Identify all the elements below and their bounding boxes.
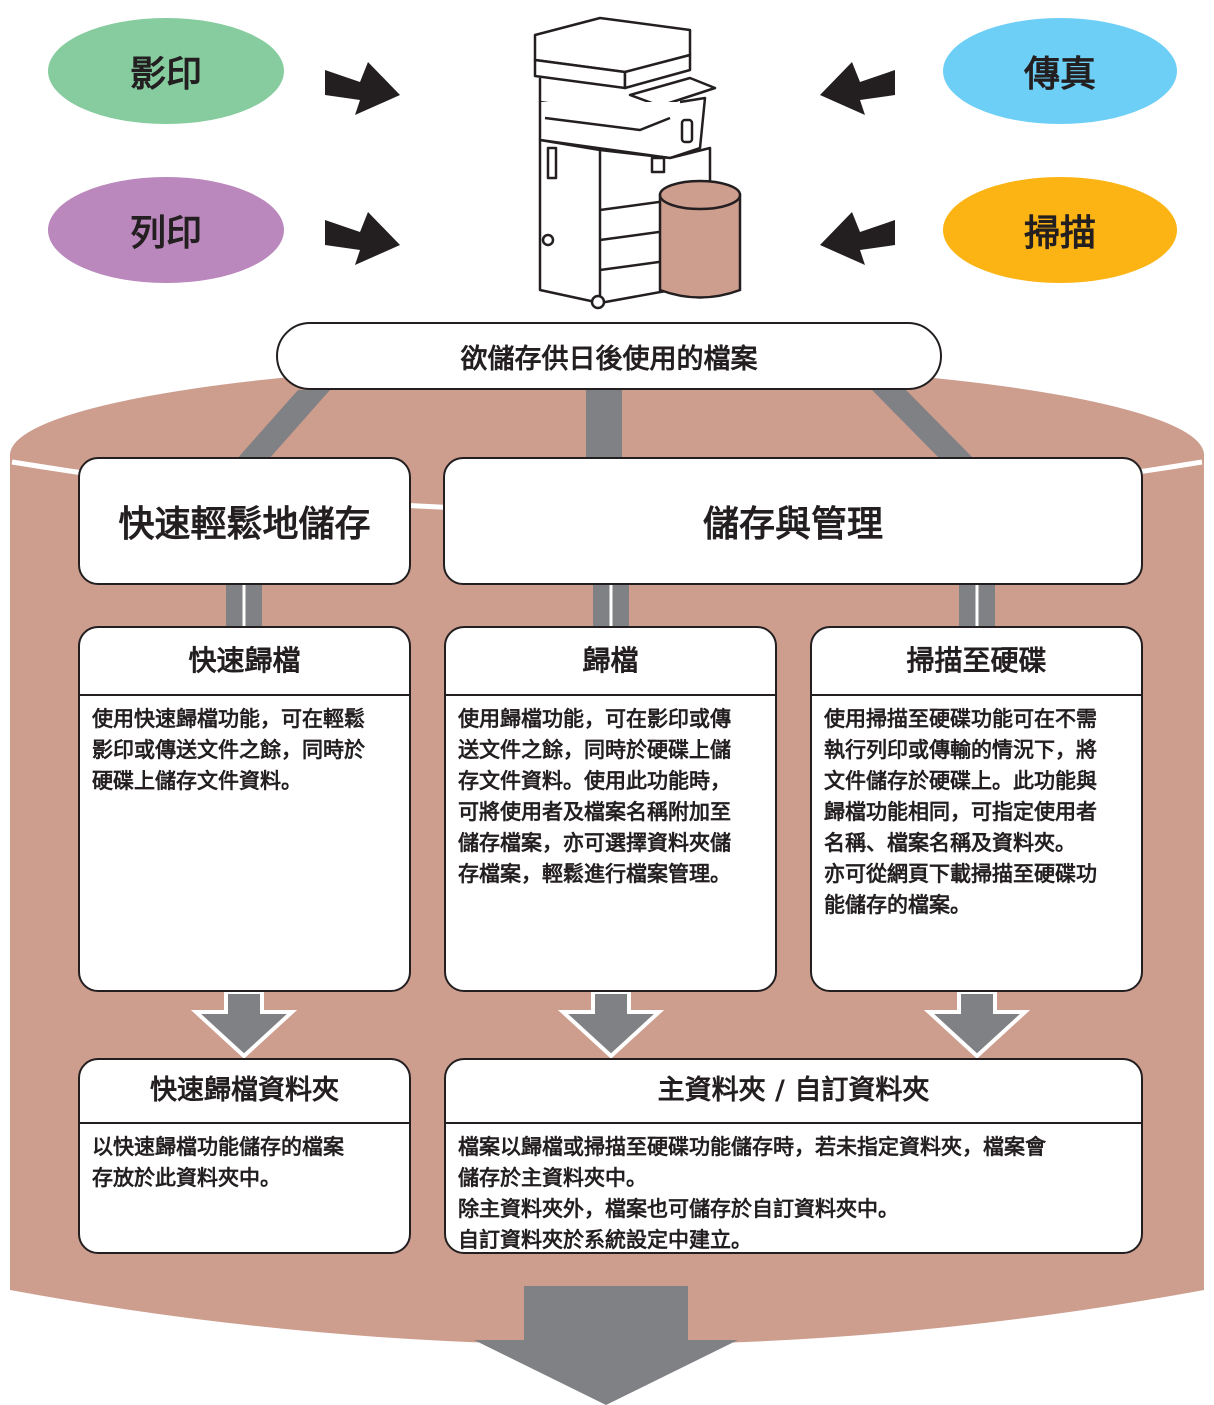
arrow-right-icon: [325, 62, 400, 265]
folder-body: 以快速歸檔功能儲存的檔案 存放於此資料夾中。: [92, 1135, 344, 1190]
feature-filing: 歸檔 使用歸檔功能，可在影印或傳 送文件之餘，同時於硬碟上儲 存文件資料。使用此…: [444, 626, 777, 992]
big-down-arrow-icon: [474, 1286, 738, 1405]
source-fax: 傳真: [943, 18, 1177, 124]
folder-quick-filing: 快速歸檔資料夾 以快速歸檔功能儲存的檔案 存放於此資料夾中。: [78, 1058, 411, 1254]
connector-bar: [236, 390, 330, 460]
down-arrow-icon: [190, 990, 1031, 1059]
feature-body: 使用歸檔功能，可在影印或傳 送文件之餘，同時於硬碟上儲 存文件資料。使用此功能時…: [458, 707, 731, 886]
category-manage: 儲存與管理: [443, 457, 1143, 585]
intro-label: 欲儲存供日後使用的檔案: [276, 322, 942, 390]
feature-title: 歸檔: [582, 644, 639, 677]
category-title: 快速輕鬆地儲存: [118, 504, 371, 545]
feature-body: 使用掃描至硬碟功能可在不需 執行列印或傳輸的情況下，將 文件儲存於硬碟上。此功能…: [824, 707, 1097, 917]
folder-main-custom: 主資料夾 / 自訂資料夾 檔案以歸檔或掃描至硬碟功能儲存時，若未指定資料夾，檔案…: [444, 1058, 1143, 1254]
source-label: 傳真: [1023, 54, 1096, 95]
feature-title: 快速歸檔: [188, 644, 301, 677]
connector-bar: [872, 390, 975, 460]
category-title: 儲存與管理: [702, 504, 883, 545]
folder-title: 主資料夾 / 自訂資料夾: [657, 1075, 930, 1106]
source-label: 列印: [129, 213, 202, 254]
source-label: 掃描: [1023, 213, 1096, 254]
feature-body: 使用快速歸檔功能，可在輕鬆 影印或傳送文件之餘，同時於 硬碟上儲存文件資料。: [92, 707, 365, 793]
source-label: 影印: [129, 54, 202, 95]
folder-title: 快速歸檔資料夾: [150, 1075, 339, 1106]
connector-bar: [586, 390, 622, 460]
category-quick: 快速輕鬆地儲存: [78, 457, 411, 585]
intro-label-text: 欲儲存供日後使用的檔案: [460, 343, 758, 375]
feature-title: 掃描至硬碟: [906, 644, 1047, 677]
hard-disk-icon: [658, 179, 742, 299]
feature-scan-to-hdd: 掃描至硬碟 使用掃描至硬碟功能可在不需 執行列印或傳輸的情況下，將 文件儲存於硬…: [810, 626, 1143, 992]
source-scan: 掃描: [943, 177, 1177, 283]
folder-body: 檔案以歸檔或掃描至硬碟功能儲存時，若未指定資料夾，檔案會 儲存於主資料夾中。 除…: [458, 1135, 1046, 1252]
feature-quick-filing: 快速歸檔 使用快速歸檔功能，可在輕鬆 影印或傳送文件之餘，同時於 硬碟上儲存文件…: [78, 626, 411, 992]
source-copy: 影印: [48, 18, 284, 124]
arrow-left-icon: [820, 62, 895, 265]
source-print: 列印: [48, 177, 284, 283]
